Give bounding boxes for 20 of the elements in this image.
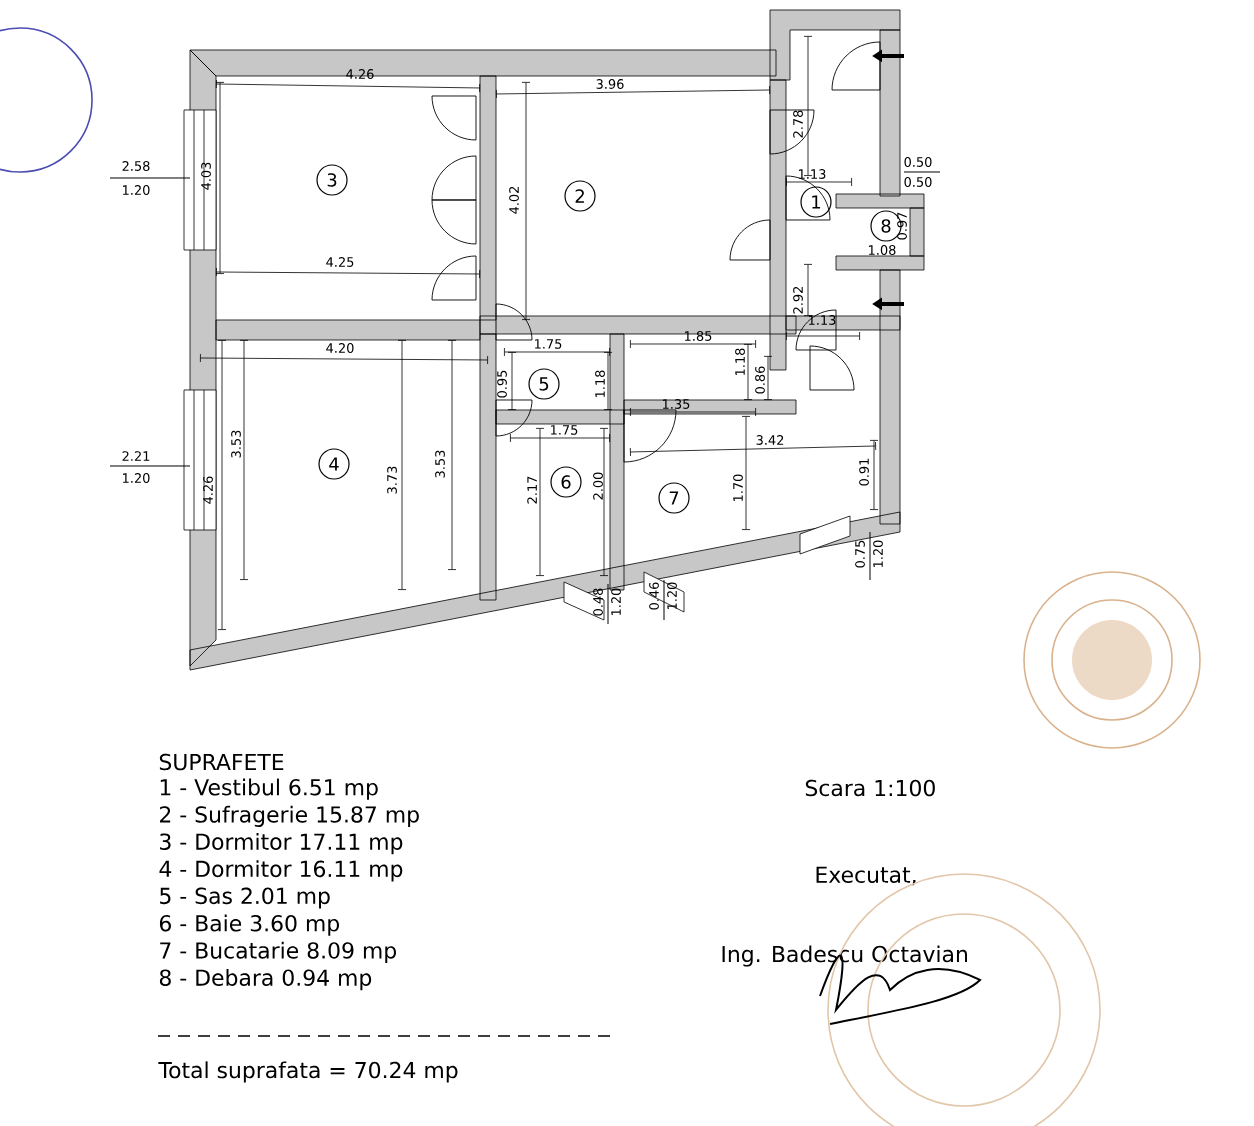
table-text: SUPRAFETE xyxy=(159,753,284,771)
table-text: 4 - Dormitor 16.11 mp xyxy=(159,860,403,882)
table-text: 5 - Sas 2.01 mp xyxy=(160,887,330,909)
table-text: 8 - Debara 0.94 mp xyxy=(159,969,372,991)
engineer-name: Ing. Badescu Octavian xyxy=(722,945,967,967)
table-text: 6 - Baie 3.60 mp xyxy=(159,914,339,936)
room-number: 2 xyxy=(564,180,596,212)
room-number: 6 xyxy=(550,466,582,498)
table-text: 2 - Sufragerie 15.87 mp xyxy=(160,805,419,827)
room-number: 5 xyxy=(528,368,560,400)
table-text: 7 - Bucatarie 8.09 mp xyxy=(160,941,396,963)
total-text: Total suprafata = 70.24 mp xyxy=(158,1061,458,1083)
room-number: 7 xyxy=(658,482,690,514)
executed-text: Executat, xyxy=(816,866,916,886)
room-number: 1 xyxy=(800,186,832,218)
scale-text: Scara 1:100 xyxy=(805,779,935,797)
room-number: 4 xyxy=(318,448,350,480)
room-number: 3 xyxy=(316,164,348,196)
table-text: 3 - Dormitor 17.11 mp xyxy=(160,833,403,855)
table-text: 1 - Vestibul 6.51 mp xyxy=(160,778,378,800)
